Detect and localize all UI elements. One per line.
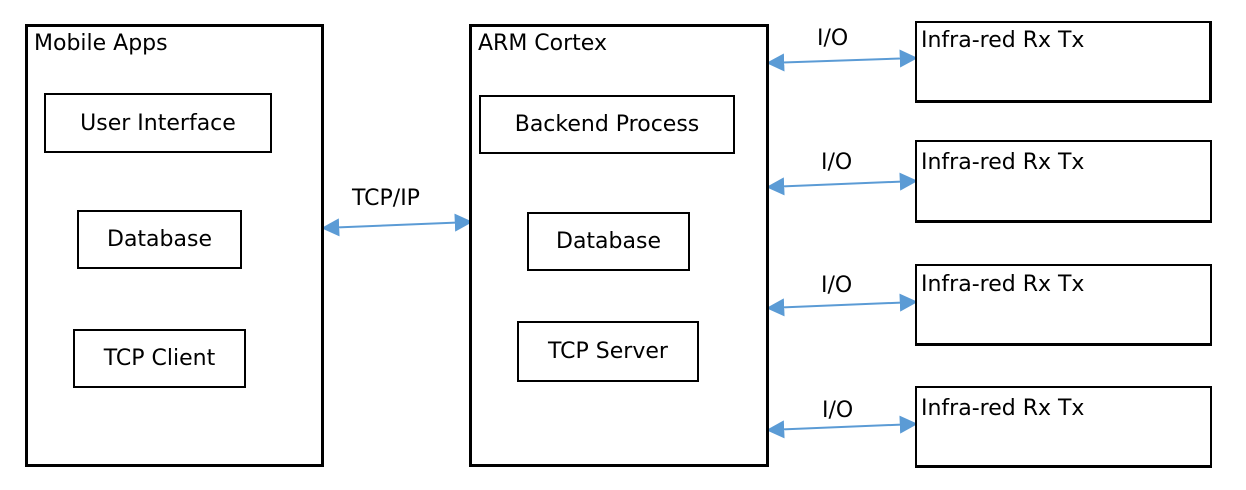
ir-device-box-3: Infra-red Rx Tx (915, 264, 1212, 346)
arm-tcp-server-label: TCP Server (548, 339, 668, 364)
mobile-user-interface-box: User Interface (44, 93, 272, 153)
ir-device-box-2: Infra-red Rx Tx (915, 140, 1212, 223)
io-arrow-4 (766, 415, 918, 439)
ir-device-label-1: Infra-red Rx Tx (921, 28, 1085, 53)
ir-device-box-1: Infra-red Rx Tx (915, 21, 1212, 103)
ir-device-label-3: Infra-red Rx Tx (921, 272, 1085, 297)
ir-device-label-4: Infra-red Rx Tx (921, 396, 1085, 421)
io-label-3: I/O (821, 273, 853, 298)
ir-device-label-2: Infra-red Rx Tx (921, 150, 1085, 175)
io-arrow-1 (766, 49, 918, 72)
tcp-ip-label: TCP/IP (352, 186, 420, 211)
arm-cortex-title: ARM Cortex (478, 31, 607, 56)
mobile-user-interface-label: User Interface (80, 110, 236, 136)
io-arrow-3 (766, 293, 918, 317)
arm-database-box: Database (527, 212, 690, 271)
arm-backend-process-box: Backend Process (479, 95, 735, 154)
mobile-database-label: Database (107, 227, 212, 252)
io-label-2: I/O (821, 150, 853, 175)
mobile-tcp-client-box: TCP Client (73, 329, 246, 388)
arm-backend-process-label: Backend Process (514, 112, 700, 137)
arm-database-label: Database (556, 229, 661, 254)
io-label-1: I/O (817, 26, 849, 51)
mobile-apps-title: Mobile Apps (34, 31, 168, 56)
arm-tcp-server-box: TCP Server (517, 321, 699, 382)
tcp-ip-arrow (321, 213, 473, 237)
ir-device-box-4: Infra-red Rx Tx (915, 386, 1212, 468)
mobile-database-box: Database (77, 210, 242, 269)
io-label-4: I/O (822, 398, 854, 423)
mobile-tcp-client-label: TCP Client (103, 346, 216, 371)
io-arrow-2 (766, 172, 918, 196)
